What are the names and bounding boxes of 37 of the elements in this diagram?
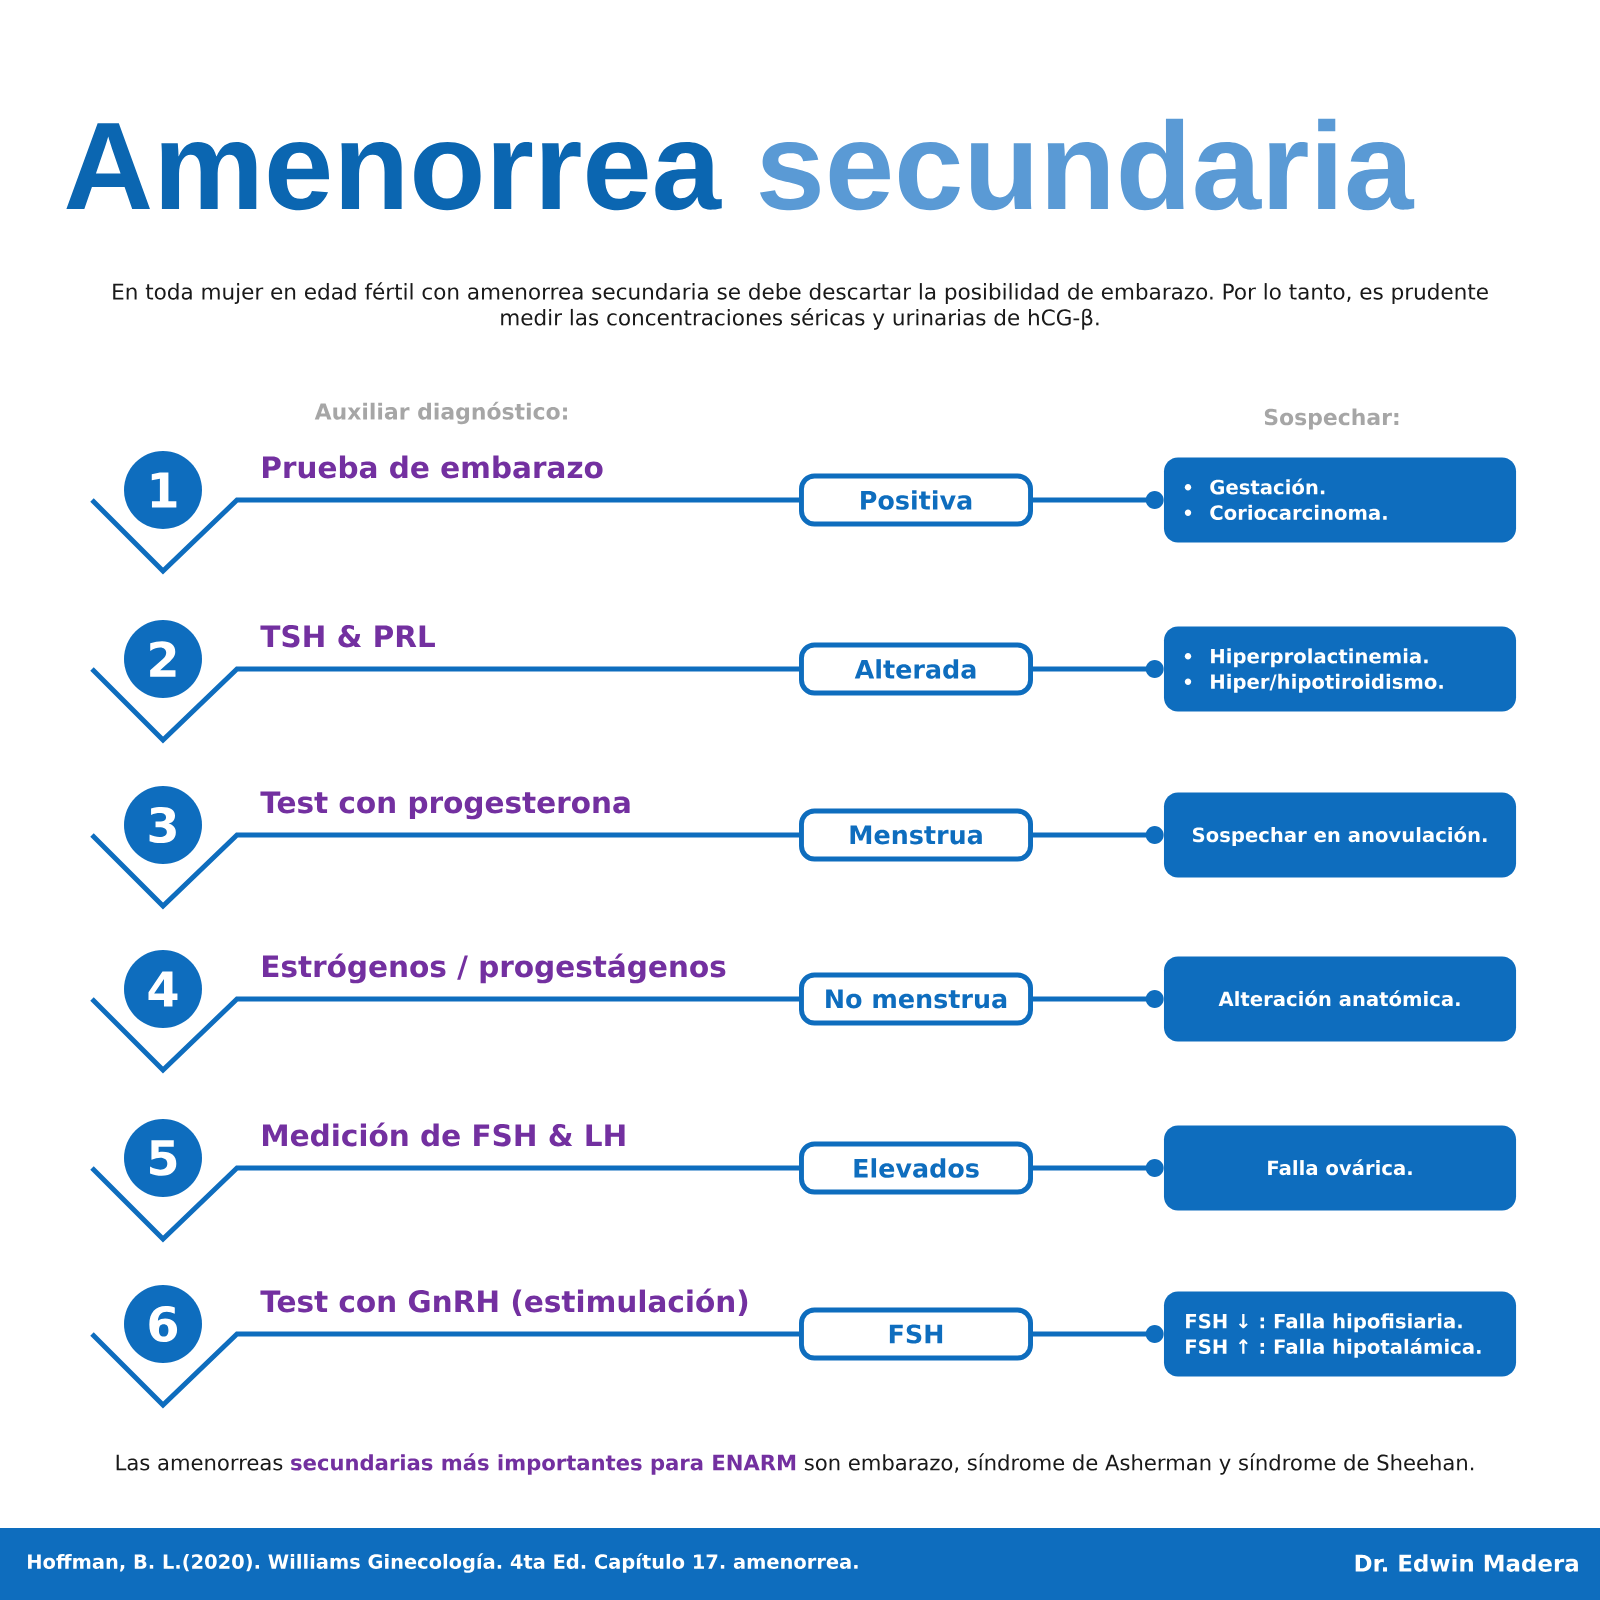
finding-box: FSH ↓ : Falla hipofisiaria. FSH ↑ : Falla hipotalámica. [1163, 1291, 1517, 1377]
connector-line [1033, 1159, 1164, 1177]
connector-line [90, 497, 799, 575]
connector-line [90, 832, 799, 910]
column-heading: Auxiliar diagnóstico: [314, 401, 567, 425]
title: Amenorrea secundaria [66, 118, 1415, 211]
connector-line [1033, 660, 1164, 678]
note-text: Las amenorreas secundarias más importantes para ENARM son embarazo, síndrome de Asherman y síndrome de Sheehan. [116, 1453, 1474, 1475]
result-box: Menstrua [799, 808, 1033, 862]
result-box: No menstrua [799, 972, 1033, 1026]
connector-line [1033, 826, 1164, 844]
citation-text: Hoffman, B. L.(2020). Williams Ginecología. 4ta Ed. Capítulo 17. amenorrea. [28, 1553, 858, 1573]
step-title: Test con GnRH (estimulación) [260, 1288, 748, 1316]
intro-text: En toda mujer en edad fértil con amenorrea secundaria se debe descartar la posibilidad de embarazo. Por lo tanto, es prudente medir las concentraciones séricas y urinarias de hCG-β. [113, 282, 1488, 330]
connector-line [90, 666, 799, 744]
step-title: TSH & PRL [260, 625, 435, 648]
step-title: Prueba de embarazo [263, 455, 603, 479]
finding-box: Sospechar en anovulación. [1163, 792, 1517, 878]
connector-line [1033, 1325, 1164, 1343]
result-box: Elevados [799, 1141, 1033, 1195]
finding-box: Gestación. Coriocarcinoma. [1163, 457, 1517, 543]
connector-line [90, 1165, 799, 1243]
finding-box: Alteración anatómica. [1163, 956, 1517, 1042]
connector-line [90, 1331, 799, 1409]
step-title: Medición de FSH & LH [263, 1122, 625, 1147]
author-name: Dr. Edwin Madera [1355, 1554, 1578, 1572]
finding-box: Falla ovárica. [1163, 1125, 1517, 1211]
finding-box: Hiperprolactinemia. Hiper/hipotiroidismo. [1163, 626, 1517, 712]
column-heading: Sospechar: [1264, 408, 1399, 430]
result-box: FSH [799, 1307, 1033, 1361]
connector-line [1033, 491, 1164, 509]
step-title: Test con progesterona [260, 791, 630, 820]
connector-line [90, 996, 799, 1074]
connector-line [1033, 990, 1164, 1008]
step-title: Estrógenos / progestágenos [263, 953, 726, 984]
result-box: Positiva [799, 473, 1033, 527]
result-box: Alterada [799, 642, 1033, 696]
